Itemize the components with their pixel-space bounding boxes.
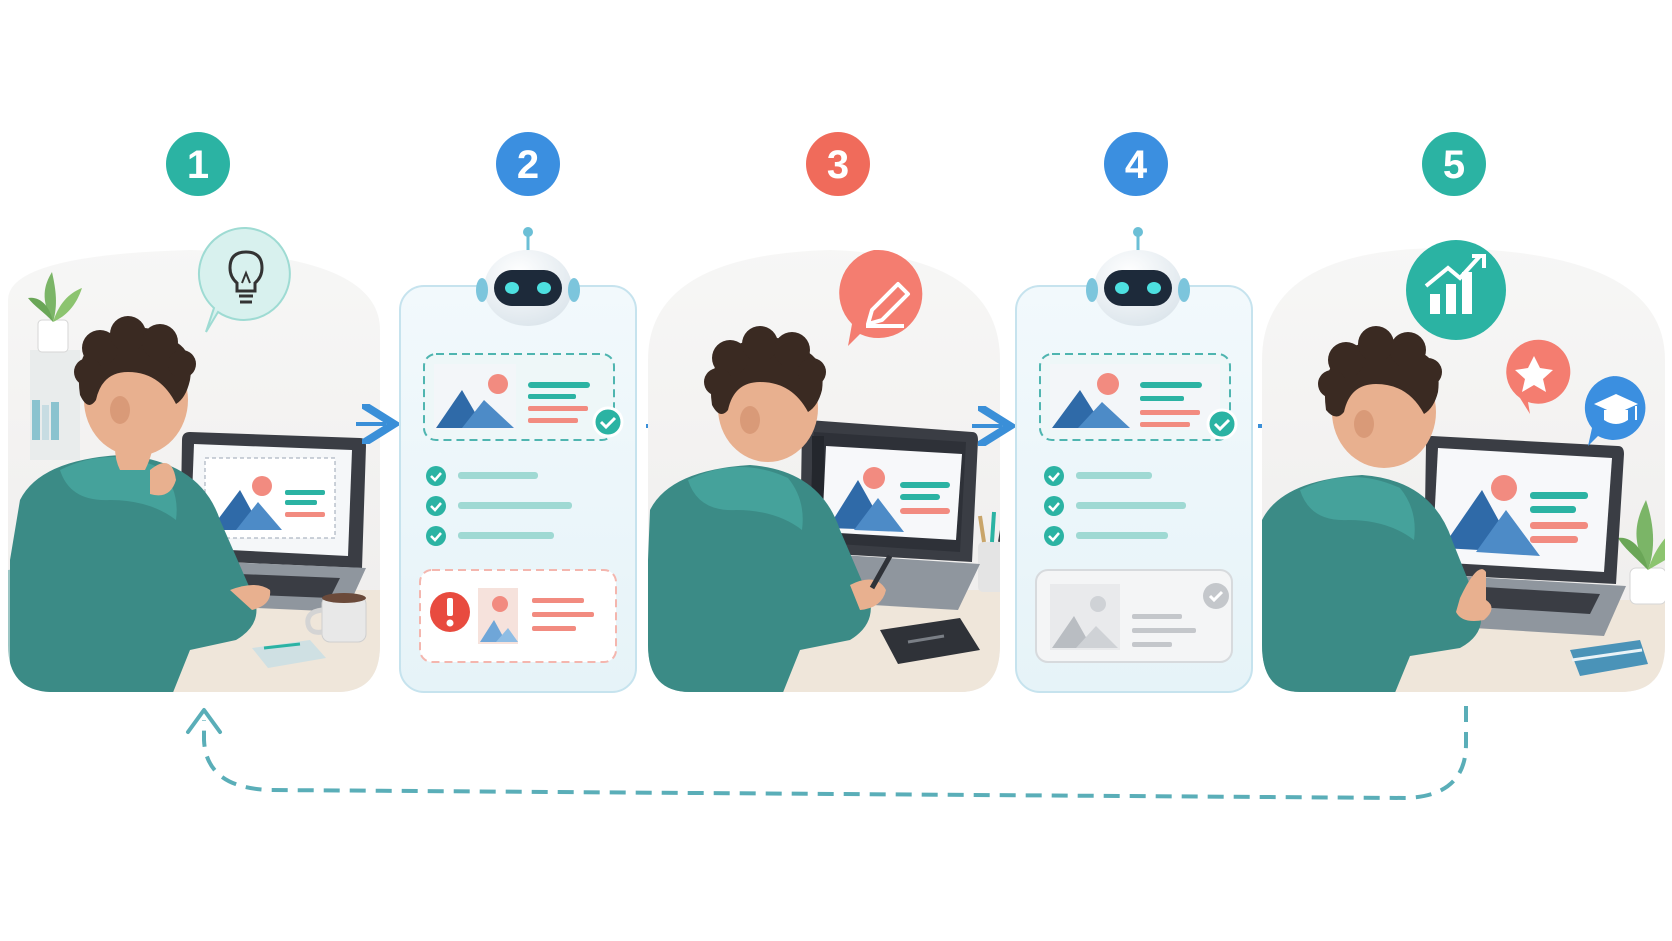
check-icon [426, 496, 446, 516]
resolved-card [1035, 569, 1233, 663]
robot-icon [476, 227, 580, 326]
person-presenting [1262, 326, 1492, 692]
plant-icon [1618, 500, 1665, 605]
person-editing [648, 326, 893, 692]
robot-icon [1086, 227, 1190, 326]
revised-card-approved [1039, 353, 1238, 441]
step-badge-5: 5 [1422, 132, 1486, 196]
step-number-3: 3 [827, 143, 849, 187]
laptop [168, 432, 366, 612]
panel-2-ai-review [399, 227, 637, 693]
pencil-cup-icon [978, 511, 1000, 592]
step-number-2: 2 [517, 143, 539, 187]
step-badge-3: 3 [806, 132, 870, 196]
checklist [426, 466, 572, 546]
check-icon [1206, 408, 1238, 440]
check-icon [1044, 526, 1064, 546]
person-thinking [10, 316, 271, 692]
scene-5-result [1262, 240, 1665, 692]
coffee-mug-icon [305, 593, 367, 643]
check-icon [1044, 496, 1064, 516]
book-icon [1570, 640, 1648, 676]
check-icon [426, 526, 446, 546]
step-badge-1: 1 [166, 132, 230, 196]
pencil-icon [866, 282, 910, 328]
lightbulb-icon [228, 250, 264, 304]
check-icon [1203, 583, 1229, 609]
checklist [1044, 466, 1186, 546]
laptop [786, 420, 980, 610]
check-icon [592, 406, 624, 438]
pencil-bubble [839, 249, 923, 346]
step-number-5: 5 [1443, 143, 1465, 187]
lightbulb-bubble [197, 226, 291, 333]
graduation-cap-icon [1594, 394, 1638, 424]
step-badge-4: 4 [1104, 132, 1168, 196]
step-number-1: 1 [187, 143, 209, 187]
check-icon [1044, 466, 1064, 486]
check-icon [426, 466, 446, 486]
growth-chart-icon [1424, 254, 1486, 314]
feedback-loop-arrow [186, 706, 1468, 801]
star-icon [1515, 356, 1553, 392]
laptop [1408, 436, 1626, 636]
scene-3-revision [648, 249, 1000, 692]
notebook-icon [252, 640, 326, 668]
draft-card-approved [423, 353, 624, 441]
step-badge-2: 2 [496, 132, 560, 196]
star-bubble [1506, 339, 1571, 414]
plant-icon [28, 272, 82, 353]
scene-1-ideation [8, 226, 380, 692]
panel-4-ai-recheck [1015, 227, 1253, 693]
graduation-bubble [1584, 375, 1646, 446]
issue-card [419, 569, 617, 663]
step-number-4: 4 [1125, 143, 1148, 187]
growth-chart-bubble [1406, 240, 1506, 340]
warning-icon [430, 592, 470, 632]
drawing-tablet-icon [880, 618, 980, 664]
